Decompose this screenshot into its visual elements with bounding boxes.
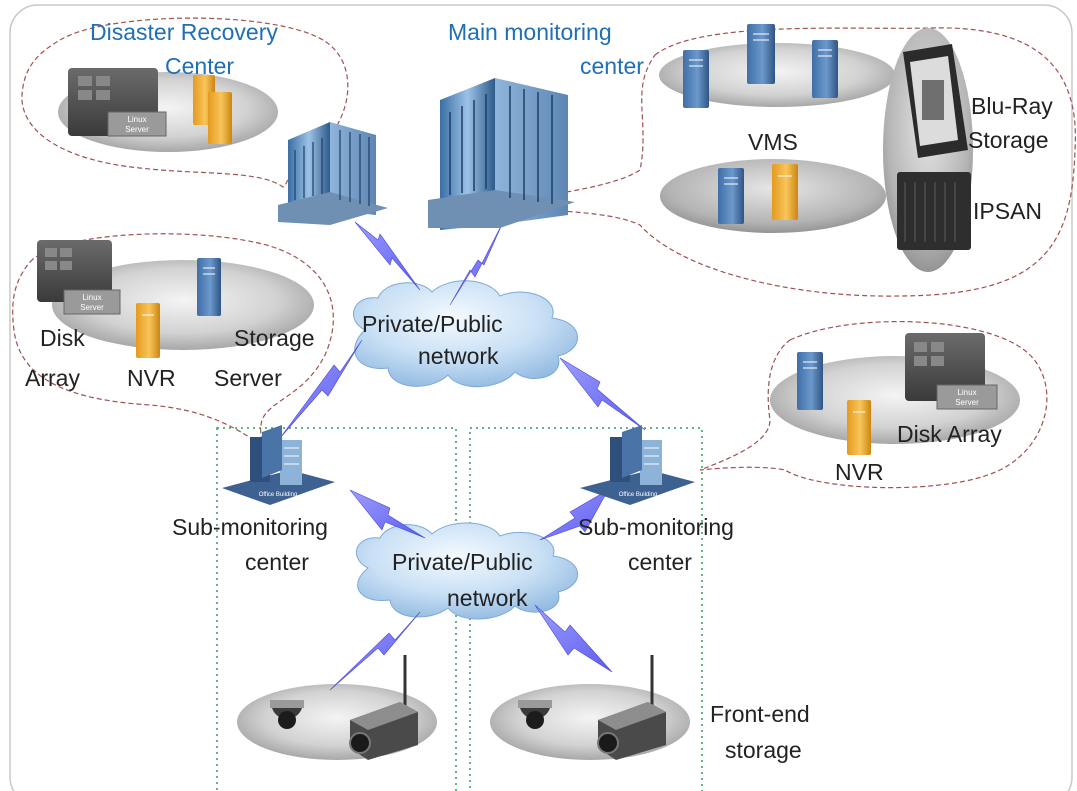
blue-server-icon xyxy=(197,258,221,316)
linux-server-icon: Linux Server xyxy=(68,68,167,137)
orange-server-icon xyxy=(847,400,871,455)
label-sub-monitoring-left: Sub-monitoring xyxy=(172,514,328,540)
office-building-left-icon: Office Building xyxy=(222,425,335,505)
label-nvr-right: NVR xyxy=(835,459,884,485)
label-network-bottom-2: network xyxy=(447,585,528,611)
lightning-icon xyxy=(539,489,609,541)
label-front-end: Front-end xyxy=(710,701,810,727)
lightning-icon xyxy=(559,357,646,431)
label-disk: Disk xyxy=(40,325,85,351)
label-server: Server xyxy=(214,365,282,391)
label-front-end-storage: storage xyxy=(725,737,802,763)
server-badge-line1: Linux xyxy=(82,293,101,302)
lightning-icon xyxy=(279,339,363,439)
office-badge-right: Office Building xyxy=(619,492,658,498)
blu-ray-storage-icon xyxy=(903,44,968,158)
orange-server-icon xyxy=(772,164,798,220)
lightning-group xyxy=(279,221,646,691)
blue-server-icon xyxy=(747,24,775,84)
box-camera-icon xyxy=(349,655,418,760)
label-sub-monitoring-right: Sub-monitoring xyxy=(578,514,734,540)
lightning-icon xyxy=(349,489,426,539)
callout-right-storage xyxy=(699,320,1048,489)
label-vms: VMS xyxy=(748,129,798,155)
linux-server-icon: Linux Server xyxy=(37,240,121,315)
label-blu-ray-storage: Storage xyxy=(968,127,1049,153)
label-nvr-left: NVR xyxy=(127,365,176,391)
diagram-frame xyxy=(9,4,1073,791)
label-ipsan: IPSAN xyxy=(973,198,1043,224)
label-disk-array-right: Disk Array xyxy=(897,421,1002,447)
zone-right xyxy=(469,427,703,791)
server-badge-line2: Server xyxy=(80,303,104,312)
blue-server-icon xyxy=(812,40,838,98)
office-badge-left: Office Building xyxy=(259,492,298,498)
disc-left-storage xyxy=(52,260,314,350)
callout-main-monitoring xyxy=(429,27,1077,297)
office-building-right-icon: Office Building xyxy=(580,425,695,505)
label-network-top-2: network xyxy=(418,343,499,369)
label-disaster-recovery: Disaster Recovery xyxy=(90,19,278,45)
linux-server-icon: Linux Server xyxy=(905,333,998,410)
label-network-bottom: Private/Public xyxy=(392,549,533,575)
lightning-icon xyxy=(329,611,421,691)
ipsan-icon xyxy=(897,172,971,250)
building-main-monitoring-icon xyxy=(428,78,575,230)
orange-server-icon xyxy=(136,303,160,358)
server-badge-line1: Linux xyxy=(957,388,976,397)
lightning-icon xyxy=(534,604,613,673)
server-badge-line1: Linux xyxy=(127,115,146,124)
building-disaster-recovery-icon xyxy=(278,122,388,225)
label-array: Array xyxy=(25,365,80,391)
label-blu-ray: Blu-Ray xyxy=(971,93,1053,119)
label-sub-monitoring-left-center: center xyxy=(245,549,309,575)
label-main-monitoring: Main monitoring xyxy=(448,19,612,45)
label-main-monitoring-center: center xyxy=(580,53,644,79)
dome-camera-icon xyxy=(270,700,304,729)
label-disaster-recovery-center: Center xyxy=(165,53,235,79)
cloud-top xyxy=(353,280,578,388)
box-camera-icon xyxy=(597,655,666,760)
server-badge-line2: Server xyxy=(125,125,149,134)
orange-server-icon xyxy=(193,75,232,144)
label-network-top: Private/Public xyxy=(362,311,503,337)
callout-disaster-recovery xyxy=(21,17,349,188)
blue-server-icon xyxy=(797,352,823,410)
server-badge-line2: Server xyxy=(955,398,979,407)
label-sub-monitoring-right-center: center xyxy=(628,549,692,575)
callout-left-storage xyxy=(12,233,334,451)
lightning-icon xyxy=(354,221,421,291)
label-storage: Storage xyxy=(234,325,315,351)
blue-server-icon xyxy=(683,50,709,108)
blue-server-icon xyxy=(718,168,744,224)
cloud-bottom xyxy=(356,522,579,620)
dome-camera-icon xyxy=(518,700,552,729)
